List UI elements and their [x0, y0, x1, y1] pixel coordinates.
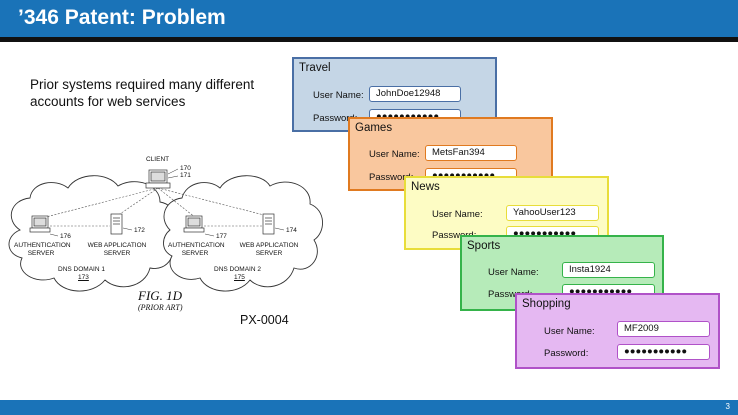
client-ref-171: 171	[180, 172, 191, 179]
username-field[interactable]: YahooUser123	[506, 205, 599, 221]
username-field[interactable]: MF2009	[617, 321, 710, 337]
password-label: Password:	[313, 113, 358, 124]
password-label: Password:	[432, 230, 477, 241]
auth-server-1-label: AUTHENTICATION SERVER	[14, 242, 71, 257]
client-computer	[145, 169, 171, 189]
password-label: Password:	[369, 172, 414, 183]
password-field[interactable]: ●●●●●●●●●●●	[617, 344, 710, 360]
card-title: Sports	[467, 240, 501, 252]
title-bar	[0, 0, 738, 37]
username-label: User Name:	[369, 149, 420, 160]
login-card-shopping: Shopping User Name: MF2009 Password: ●●●…	[515, 293, 720, 369]
username-label: User Name:	[544, 326, 595, 337]
title-divider	[0, 37, 738, 42]
username-label: User Name:	[488, 267, 539, 278]
client-links	[41, 187, 269, 227]
auth-server-1	[29, 215, 51, 233]
auth-server-2	[183, 215, 205, 233]
exhibit-label: PX-0004	[240, 313, 289, 327]
card-title: Games	[355, 122, 393, 134]
intro-text: Prior systems required many different ac…	[30, 77, 255, 109]
footer-bar	[0, 400, 738, 415]
password-label: Password:	[488, 289, 533, 300]
auth-server-1-ref: 176	[60, 233, 71, 240]
dns-domain-2-label: DNS DOMAIN 2	[214, 266, 261, 273]
slide-title: ’346 Patent: Problem	[18, 6, 226, 29]
web-server-1-label: WEB APPLICATION SERVER	[87, 242, 147, 257]
card-title: News	[411, 181, 440, 193]
client-ref-170: 170	[180, 165, 191, 172]
auth-server-2-label: AUTHENTICATION SERVER	[168, 242, 225, 257]
page-number: 3	[725, 402, 730, 411]
web-server-2-label: WEB APPLICATION SERVER	[239, 242, 299, 257]
dns-domain-1-label: DNS DOMAIN 1	[58, 266, 105, 273]
web-server-2	[262, 213, 275, 235]
client-label: CLIENT	[146, 156, 170, 163]
username-label: User Name:	[432, 209, 483, 220]
card-title: Travel	[299, 62, 331, 74]
username-field[interactable]: MetsFan394	[425, 145, 517, 161]
web-server-1	[110, 213, 123, 235]
network-diagram	[8, 168, 323, 292]
dns-domain-2-num: 175	[234, 274, 245, 281]
auth-server-2-ref: 177	[216, 233, 227, 240]
username-label: User Name:	[313, 90, 364, 101]
figure-subcaption: (PRIOR ART)	[138, 303, 183, 312]
web-server-1-ref: 172	[134, 227, 145, 234]
username-field[interactable]: JohnDoe12948	[369, 86, 461, 102]
password-label: Password:	[544, 348, 589, 359]
cloud-domain-2	[163, 175, 323, 292]
dns-domain-1-num: 173	[78, 274, 89, 281]
web-server-2-ref: 174	[286, 227, 297, 234]
card-title: Shopping	[522, 298, 571, 310]
username-field[interactable]: Insta1924	[562, 262, 655, 278]
figure-caption: FIG. 1D	[138, 288, 183, 303]
patent-figure: CLIENT 170 171 AUTHENTICATION SERVER 176…	[0, 150, 330, 320]
